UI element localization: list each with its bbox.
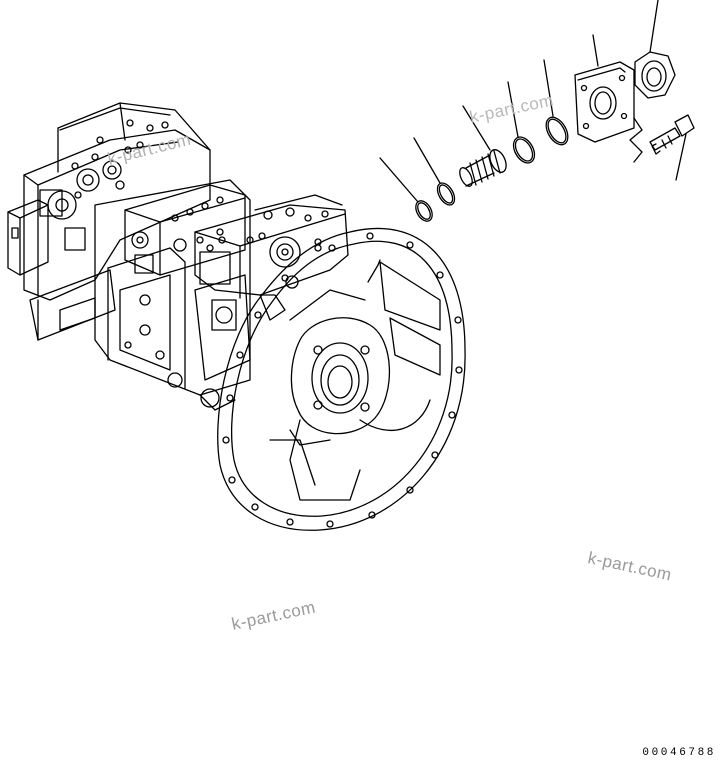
pump-assembly: [7, 102, 349, 411]
o-ring-3: [507, 81, 536, 164]
o-ring-small: [379, 157, 433, 222]
o-ring-2: [413, 137, 456, 206]
o-ring-4: [543, 59, 569, 146]
nut: [634, 0, 676, 99]
spring: [459, 105, 507, 187]
flywheel-housing: [217, 227, 466, 531]
figure-id: 00046788: [642, 747, 716, 759]
flange: [574, 34, 643, 163]
plug-bolt: [649, 114, 695, 181]
